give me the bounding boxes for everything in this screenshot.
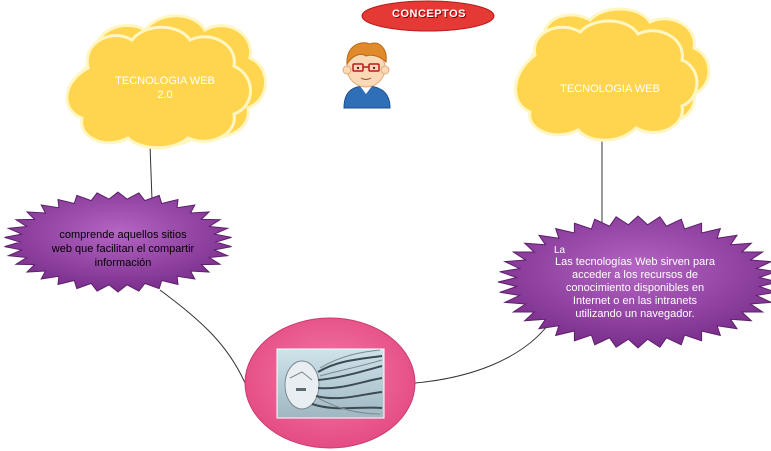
star-burst-left[interactable] [4,191,232,293]
connector-star-left-to-center [159,289,249,391]
conceptos-badge[interactable] [361,0,495,32]
center-node[interactable] [244,317,416,449]
star-left-label: comprende aquellos sitios web que facili… [51,229,195,269]
star-right-label: Las tecnologías Web sirven para acceder … [555,256,715,320]
cloud-right-label: TECNOLOGIA WEB [560,83,660,95]
cloud-tecnologia-web-2[interactable] [65,14,267,150]
conceptos-badge-label: CONCEPTOS [392,8,466,20]
star-right-fragment-label: La [554,245,566,256]
cartoon-boy-avatar-icon [342,42,391,109]
connector-cloud-left-to-star-left [149,144,153,201]
cloud-left-label: TECNOLOGIA WEB 2.0 [115,75,215,101]
robot-image [276,348,385,419]
connector-star-right-to-center [414,324,549,384]
cloud-tecnologia-web[interactable] [514,7,711,142]
connectors [149,140,603,391]
star-burst-right[interactable] [497,215,771,349]
